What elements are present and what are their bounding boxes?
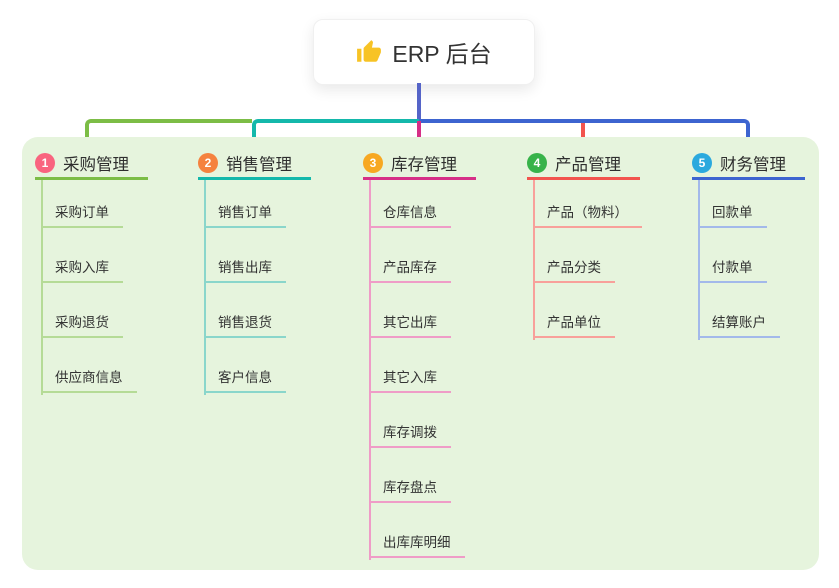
child-node[interactable]: 其它入库 <box>369 365 451 393</box>
connector-root-line <box>417 83 421 121</box>
branch-number-badge: 4 <box>527 153 547 173</box>
child-node[interactable]: 库存调拨 <box>369 420 451 448</box>
connector-child-line <box>41 180 43 395</box>
child-node[interactable]: 销售订单 <box>204 200 286 228</box>
branch-label: 财务管理 <box>720 156 786 174</box>
child-node[interactable]: 付款单 <box>698 255 767 283</box>
connector-bus-sales <box>252 119 419 143</box>
child-node[interactable]: 产品（物料） <box>533 200 642 228</box>
child-node[interactable]: 产品分类 <box>533 255 615 283</box>
root-title: ERP 后台 <box>392 41 492 67</box>
child-node[interactable]: 销售退货 <box>204 310 286 338</box>
branch-number-badge: 1 <box>35 153 55 173</box>
connector-child-line <box>369 180 371 560</box>
child-node[interactable]: 仓库信息 <box>369 200 451 228</box>
connector-child-line <box>204 180 206 395</box>
child-node[interactable]: 产品单位 <box>533 310 615 338</box>
child-node[interactable]: 产品库存 <box>369 255 451 283</box>
child-node[interactable]: 库存盘点 <box>369 475 451 503</box>
child-node[interactable]: 其它出库 <box>369 310 451 338</box>
connector-stub-inventory <box>417 121 421 143</box>
root-node[interactable]: ERP 后台 <box>313 19 535 85</box>
child-node[interactable]: 采购订单 <box>41 200 123 228</box>
child-node[interactable]: 采购退货 <box>41 310 123 338</box>
thumbs-up-icon <box>357 40 382 62</box>
branch-label: 销售管理 <box>226 156 292 174</box>
branch-label: 产品管理 <box>555 156 621 174</box>
connector-stub-product <box>581 123 585 143</box>
branch-label: 库存管理 <box>391 156 457 174</box>
child-node[interactable]: 采购入库 <box>41 255 123 283</box>
child-node[interactable]: 客户信息 <box>204 365 286 393</box>
connector-bus-finance <box>419 119 750 143</box>
child-node[interactable]: 结算账户 <box>698 310 780 338</box>
connector-child-line <box>698 180 700 340</box>
child-node[interactable]: 供应商信息 <box>41 365 137 393</box>
branch-number-badge: 3 <box>363 153 383 173</box>
branch-node-2[interactable]: 2 销售管理 <box>198 149 311 180</box>
branch-number-badge: 2 <box>198 153 218 173</box>
branch-node-4[interactable]: 4 产品管理 <box>527 149 640 180</box>
branch-node-5[interactable]: 5 财务管理 <box>692 149 805 180</box>
branch-label: 采购管理 <box>63 156 129 174</box>
branch-number-badge: 5 <box>692 153 712 173</box>
connector-child-line <box>533 180 535 340</box>
branch-node-3[interactable]: 3 库存管理 <box>363 149 476 180</box>
child-node[interactable]: 回款单 <box>698 200 767 228</box>
branch-node-1[interactable]: 1 采购管理 <box>35 149 148 180</box>
child-node[interactable]: 出库库明细 <box>369 530 465 558</box>
child-node[interactable]: 销售出库 <box>204 255 286 283</box>
branches-panel <box>22 137 819 570</box>
connector-bus-purchase <box>85 119 252 143</box>
